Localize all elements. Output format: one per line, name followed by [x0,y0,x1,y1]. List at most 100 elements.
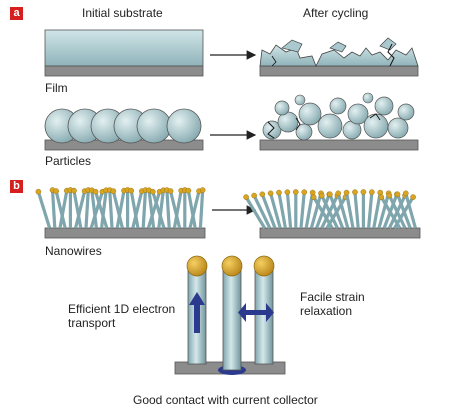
nanowire [111,190,124,229]
nanowire [72,190,83,229]
nanowire-tip [128,187,134,194]
current-collector-label: Good contact with current collector [133,393,318,407]
electron-transport-label: Efficient 1D electron transport [68,302,176,330]
nanowire-tip [251,192,257,199]
nanowire-tip [267,190,274,197]
after-cycling-heading: After cycling [303,6,369,20]
electron-transport-arrow [189,292,205,333]
nanowire-tip [394,191,401,198]
nanowire [377,192,391,229]
nanowire-tip [410,194,416,200]
nanowire [115,190,126,229]
nanowire-tip [369,189,375,195]
nanowire [269,192,282,229]
nanowire [50,189,57,229]
nanowire [309,192,323,229]
nanowire-tip [343,189,350,196]
nanowire [165,189,171,229]
nanowire [108,189,114,229]
nanowire-tip [386,192,393,199]
nanowire-tip [149,188,156,195]
nanowire [244,196,266,229]
nanowire [36,191,52,229]
nanowire [285,192,293,229]
nanowire-tip [276,189,282,196]
nanowire [100,190,108,229]
nanowire [74,190,87,229]
panel-b-badge: b [10,180,23,193]
nanowire [252,194,272,229]
nanowires-after-cycling [243,189,421,239]
nanowire [54,190,67,229]
nanowire [379,196,402,229]
nanowire [147,190,156,229]
particles-initial [44,108,204,151]
film-label: Film [45,81,68,95]
wire-detail [174,255,286,375]
nanowire [129,190,140,229]
nanowire [344,192,355,229]
nanowire [94,191,109,229]
nanowire-tip [284,189,291,195]
nanowire [260,193,277,229]
nanowire-tip [243,194,249,200]
particles-label: Particles [45,154,92,168]
nanowire-tip [402,190,409,197]
nanowire [172,190,183,229]
nanowire [353,192,360,229]
nanowires-label: Nanowires [45,244,102,258]
nanowires-initial [35,187,206,239]
nanowire [157,190,165,229]
nanowire-tip [327,191,333,198]
nanowire [58,190,69,229]
strain-relaxation-label: Facile strain relaxation [300,290,365,318]
nanowire-tip [92,188,99,195]
nanowire [198,189,205,229]
nanowire-tip [185,187,192,194]
nanowire-tip [360,189,367,195]
nanowire [131,190,144,229]
nanowire-tip [352,189,358,195]
nanowire [387,194,407,229]
nanowire [404,192,417,229]
nanowire [141,189,148,229]
nanowire [336,192,350,229]
nanowire [367,192,374,229]
nanowire [299,192,306,229]
panel-a-badge: a [10,7,23,20]
nanowire [277,192,287,229]
nanowire-tip [53,188,59,194]
nanowire-tip [310,194,317,200]
nanowire [89,191,104,229]
film-initial [44,29,204,77]
nanowire [151,191,166,229]
film-after-cycling [259,37,419,77]
nanowire [169,190,182,229]
nanowire-tip [301,189,308,195]
nanowire-tip [259,191,266,198]
nanowire [90,190,98,229]
nanowire-tip [199,187,206,193]
nanowire-tip [377,189,384,196]
nanowire [84,189,90,229]
nanowire [328,193,345,229]
nanowire-tip [309,189,316,196]
nanowire-tip [335,190,341,197]
nanowire-tip [167,188,174,194]
nanowire-tip [35,188,42,195]
nanowire [186,190,197,229]
nanowire [320,194,339,229]
nanowire-tip [292,189,299,195]
nanowire-tip [110,188,117,194]
nanowire [312,196,334,229]
nanowire-tip [71,187,77,194]
nanowire-tip [378,194,385,200]
nanowire [188,190,201,229]
nanowire [146,191,162,229]
particles-after-cycling [259,92,419,151]
nanowire-tip [318,192,325,199]
initial-substrate-heading: Initial substrate [82,6,163,20]
nanowire [396,193,412,229]
strain-relaxation-arrow [238,303,274,322]
